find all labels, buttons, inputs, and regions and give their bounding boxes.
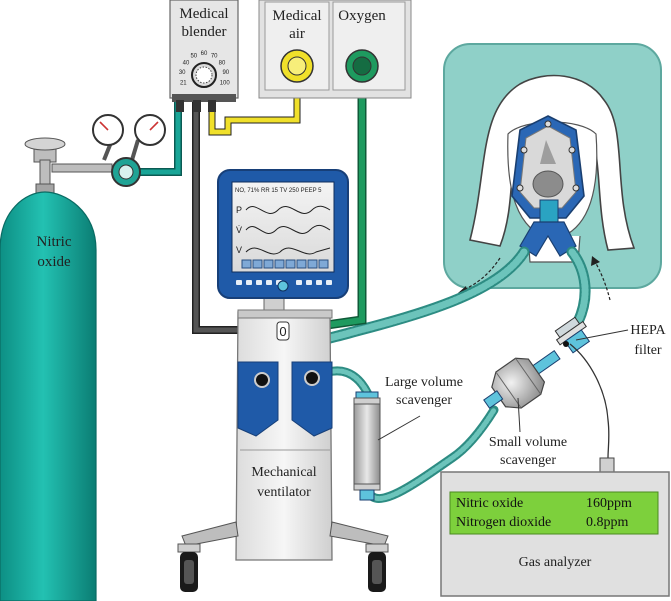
panel-button <box>256 280 262 285</box>
leader-small-scavenger <box>517 397 521 433</box>
panel-button <box>326 280 332 285</box>
ventilator-port-text: 0 <box>279 324 286 339</box>
blender-label-2: blender <box>182 24 227 40</box>
ventilator-label-1: Mechanical <box>251 465 316 480</box>
blender-dial-tick-label: 80 <box>219 60 226 66</box>
ventilator-port-indicator <box>276 321 290 341</box>
screen-softkey <box>241 259 252 269</box>
screen-softkey <box>252 259 263 269</box>
sampling-line <box>569 343 610 459</box>
gas-lines <box>140 78 367 334</box>
screen-softkey <box>274 259 285 269</box>
pressure-regulator <box>51 114 166 187</box>
blender-dial-tick-label: 90 <box>222 70 229 76</box>
ventilator-label-2: ventilator <box>257 485 311 500</box>
panel-button <box>316 280 322 285</box>
blender-dial-tick-label: 70 <box>211 54 218 60</box>
inspiratory-port <box>254 372 270 388</box>
large-scavenger-label-2: scavenger <box>396 393 452 408</box>
trace-label-p: P <box>236 205 242 215</box>
analyzer-reading-value-no2: 0.8ppm <box>586 515 629 530</box>
screen-softkey <box>296 259 307 269</box>
panel-button <box>306 280 312 285</box>
screen-softkey <box>318 259 329 269</box>
analyzer-reading-value-no: 160ppm <box>586 496 632 511</box>
medical-air-label-2: air <box>289 26 305 42</box>
face-mask <box>511 115 585 257</box>
hepa-label-1: HEPA <box>630 323 666 338</box>
analyzer-reading-name-no: Nitric oxide <box>456 496 523 511</box>
patient-panel <box>443 43 662 301</box>
ventilator-knob <box>277 280 289 292</box>
gas-analyzer: Nitric oxide 160ppm Nitrogen dioxide 0.8… <box>440 457 670 597</box>
screen-softkey <box>263 259 274 269</box>
blender-dial-tick-label: 50 <box>190 54 197 60</box>
gas-analyzer-label: Gas analyzer <box>519 555 592 570</box>
oxygen-label: Oxygen <box>338 8 386 24</box>
nitric-oxide-label-1: Nitric <box>37 234 72 250</box>
blender-dial-tick-label: 40 <box>183 60 190 66</box>
screen-softkey <box>307 259 318 269</box>
small-scavenger-label-2: scavenger <box>500 453 556 468</box>
blender-dial-tick-label: 60 <box>201 51 208 57</box>
expiratory-port <box>304 370 320 386</box>
hepa-filter <box>554 316 591 354</box>
leader-large-scavenger <box>377 415 421 441</box>
screen-softkey <box>285 259 296 269</box>
large-volume-scavenger <box>353 391 381 501</box>
leader-hepa <box>575 329 629 341</box>
wall-outlets: Medical air Oxygen <box>258 0 412 99</box>
nitric-oxide-cylinder: Nitric oxide <box>0 137 97 601</box>
panel-button <box>236 280 242 285</box>
mechanical-ventilator: NO, 71% RR 15 TV 250 PEEP 5 P V̇ V 0 Mec… <box>177 169 389 592</box>
trace-label-v: V <box>236 245 242 255</box>
blender-dial-tick-label: 21 <box>180 81 187 87</box>
panel-button <box>246 280 252 285</box>
blender-dial-tick-label: 100 <box>220 81 231 87</box>
medical-air-label-1: Medical <box>272 8 321 24</box>
blender-dial-tick-label: 30 <box>179 70 186 76</box>
panel-button <box>266 280 272 285</box>
analyzer-reading-name-no2: Nitrogen dioxide <box>456 515 551 530</box>
hepa-label-2: filter <box>634 343 662 358</box>
ventilator-screen-header: NO, 71% RR 15 TV 250 PEEP 5 <box>235 188 322 194</box>
small-volume-scavenger <box>483 350 561 409</box>
nitric-oxide-label-2: oxide <box>37 254 71 270</box>
panel-button <box>296 280 302 285</box>
trace-label-flow: V̇ <box>236 225 242 235</box>
small-scavenger-label-1: Small volume <box>489 435 567 450</box>
blender-label-1: Medical <box>179 6 228 22</box>
large-scavenger-label-1: Large volume <box>385 375 463 390</box>
